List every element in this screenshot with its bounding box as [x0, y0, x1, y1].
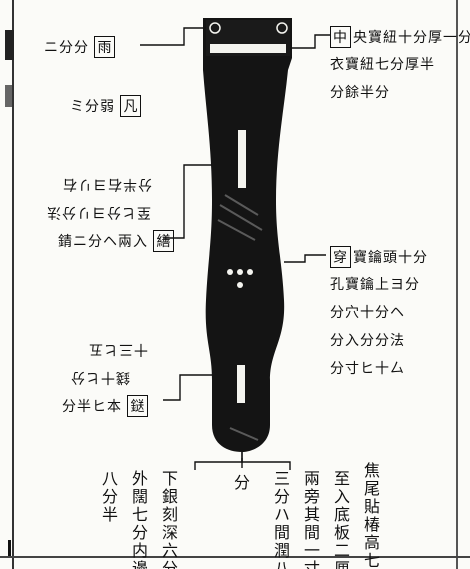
bottom-col-4: 分	[231, 474, 250, 492]
leader-left-block	[163, 164, 212, 239]
right-margin-rule	[456, 0, 458, 569]
bottom-rule	[0, 556, 470, 558]
left-lower-line-1: 十三ヒ五	[88, 341, 148, 357]
right-top-line-1: 中央寶紐十分厚一分	[330, 26, 470, 48]
label-top-left-box: 雨	[94, 36, 116, 58]
leader-bottom-right	[241, 452, 291, 470]
label-left-mid: ミ分弱 凡	[70, 95, 143, 117]
leader-top-left	[140, 27, 206, 46]
tuning-peg-left	[209, 22, 221, 34]
left-lower-line-3: 分半ヒ本 鎹	[62, 395, 150, 417]
label-right-mid-box: 穿	[330, 246, 351, 268]
right-mid-line-1-text: 寶鑰頭十分	[353, 250, 428, 266]
left-block-line-3-text: 錆ニ分ヘ兩入	[58, 234, 148, 250]
label-top-left: ニ分分 雨	[44, 36, 117, 58]
label-left-lower-box: 鎹	[127, 395, 149, 417]
tuning-peg-right	[276, 22, 288, 34]
grain-streaks	[217, 194, 263, 441]
right-top-line-1-text: 央寶紐十分厚一分	[353, 30, 470, 46]
head-band	[210, 44, 286, 53]
right-top-line-2: 衣寶紐七分厚半	[330, 57, 435, 73]
upper-slot	[238, 130, 246, 188]
right-mid-line-2: 孔寶鑰上ヨ分	[330, 277, 420, 293]
label-left-mid-box: 凡	[120, 95, 142, 117]
right-mid-line-1: 穿寶鑰頭十分	[330, 246, 428, 268]
bottom-col-3: 下銀刻深六分	[159, 470, 178, 569]
left-lower-line-2: 錢十ヒ分	[70, 369, 130, 385]
bottom-col-5: 三分ハ間潤八	[271, 470, 290, 569]
label-top-left-text: ニ分分	[44, 40, 89, 56]
right-top-line-3: 分餘半分	[330, 85, 390, 101]
label-left-block-box: 繕	[153, 230, 175, 252]
binding-mark-bottom	[8, 540, 11, 556]
hole-right	[247, 269, 253, 275]
right-mid-line-3: 分穴十分ヘ	[330, 305, 405, 321]
hole-left	[227, 269, 233, 275]
bottom-col-7: 至入底板二厘	[331, 470, 350, 569]
hole-bottom	[237, 282, 243, 288]
hole-center	[237, 269, 243, 275]
leader-right-mid	[284, 254, 326, 263]
leader-left-lower	[163, 374, 212, 401]
binding-mark-middle	[5, 85, 12, 107]
left-margin-rule	[12, 0, 14, 569]
leader-bottom-left	[194, 452, 243, 470]
leader-top-right	[290, 34, 330, 49]
left-block-line-3: 錆ニ分ヘ兩入 繕	[58, 230, 176, 252]
left-block-line-1: 分半右ヨリ右	[62, 176, 152, 192]
bottom-col-2: 外闊七分内邊	[129, 470, 148, 569]
binding-mark-top	[5, 30, 14, 60]
label-left-mid-text: ミ分弱	[70, 99, 115, 115]
right-mid-line-5: 分寸ヒ十厶	[330, 361, 405, 377]
bottom-col-1: 八分半	[99, 470, 118, 524]
bottom-col-8: 焦尾貼椿高七	[361, 462, 380, 569]
lower-slot	[237, 365, 245, 403]
right-mid-line-4: 分入分分法	[330, 333, 405, 349]
left-lower-line-3-text: 分半ヒ本	[62, 399, 122, 415]
left-block-line-2: 至ヒ分ヨリ分法	[46, 204, 151, 220]
label-right-top-box: 中	[330, 26, 351, 48]
bottom-col-6: 兩旁其間一寸	[301, 470, 320, 569]
